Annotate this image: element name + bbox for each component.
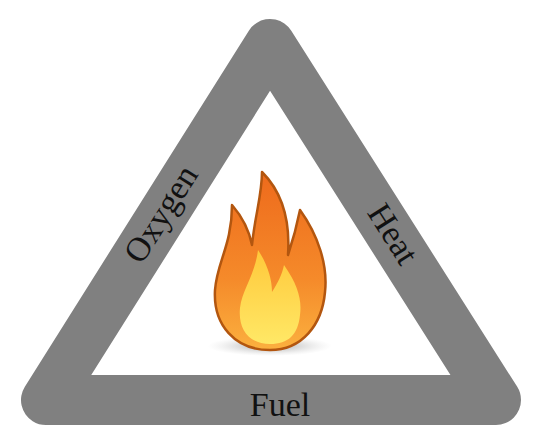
side-label: Fuel <box>250 388 310 422</box>
side-label: Oxygen <box>118 159 204 268</box>
flame-outer <box>215 172 326 350</box>
triangle-band <box>46 44 496 400</box>
flame-inner <box>240 250 301 344</box>
side-label: Heat <box>361 198 424 270</box>
